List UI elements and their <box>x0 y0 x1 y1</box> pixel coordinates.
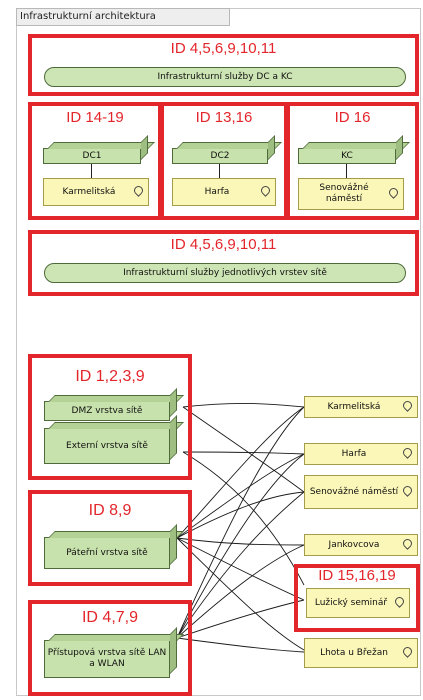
connector-line <box>346 164 347 178</box>
link-line <box>176 453 305 639</box>
site-luzicky-seminar[interactable]: Lužický seminář <box>306 588 410 618</box>
group-luzicky: ID 15,16,19 <box>294 564 420 632</box>
connector-line <box>219 164 220 178</box>
location-pin-icon <box>401 484 414 497</box>
id-label: ID 14-19 <box>66 109 124 126</box>
harfa-location[interactable]: Harfa <box>172 178 276 206</box>
location-pin-icon <box>401 537 414 550</box>
karmelitska-location[interactable]: Karmelitská <box>43 178 149 206</box>
link-line <box>176 453 305 539</box>
location-label: Senovážné náměstí <box>319 183 369 204</box>
senovazne-location[interactable]: Senovážné náměstí <box>298 178 404 210</box>
link-line <box>176 637 305 653</box>
site-lhota-u-brezan[interactable]: Lhota u Břežan <box>304 638 418 668</box>
diagram-tab[interactable]: Infrastrukturní architektura <box>16 8 230 26</box>
dc1-node[interactable]: DC1 <box>43 148 141 164</box>
group-dmz-external: ID 1,2,3,9 DMZ vrstva sítě Externí vrstv… <box>28 354 192 480</box>
service-pill[interactable]: Infrastrukturní služby DC a KC <box>44 67 406 87</box>
location-label: Harfa <box>204 186 230 197</box>
link-line <box>176 599 305 639</box>
location-label: Lužický seminář <box>314 597 388 608</box>
location-label: Karmelitská <box>327 401 381 412</box>
connector-line <box>91 164 92 178</box>
site-senovazne[interactable]: Senovážné náměstí <box>304 475 418 509</box>
dmz-layer-node[interactable]: DMZ vrstva sítě <box>44 401 170 421</box>
site-harfa[interactable]: Harfa <box>304 443 418 465</box>
group-kc: ID 16 KC Senovážné náměstí <box>286 102 419 220</box>
link-line <box>176 537 305 546</box>
location-label: Karmelitská <box>62 186 116 197</box>
link-line <box>176 406 305 639</box>
link-line <box>176 537 305 601</box>
group-access: ID 4,7,9 Přístupová vrstva sítě LAN a WL… <box>28 600 192 696</box>
location-label: Jankovcova <box>328 539 380 550</box>
link-line <box>176 491 305 639</box>
kc-node[interactable]: KC <box>298 148 396 164</box>
backbone-layer-node[interactable]: Páteřní vrstva sítě <box>44 537 170 569</box>
location-pin-icon <box>393 595 406 608</box>
id-label: ID 4,5,6,9,10,11 <box>170 236 277 253</box>
service-pill[interactable]: Infrastrukturní služby jednotlivých vrst… <box>44 263 406 283</box>
group-dc-kc-services: ID 4,5,6,9,10,11 Infrastrukturní služby … <box>28 34 419 96</box>
group-layer-services: ID 4,5,6,9,10,11 Infrastrukturní služby … <box>28 230 419 296</box>
id-label: ID 16 <box>334 109 371 126</box>
location-label: Lhota u Břežan <box>320 647 388 658</box>
id-label: ID 15,16,19 <box>318 567 396 584</box>
link-line <box>182 406 305 493</box>
link-line <box>176 491 305 539</box>
id-label: ID 4,5,6,9,10,11 <box>170 40 277 57</box>
external-layer-node[interactable]: Externí vrstva sítě <box>44 428 170 464</box>
location-label: Harfa <box>341 448 367 459</box>
group-backbone: ID 8,9 Páteřní vrstva sítě <box>28 490 192 586</box>
access-layer-node[interactable]: Přístupová vrstva sítě LAN a WLAN <box>44 640 170 678</box>
link-line <box>182 402 305 408</box>
link-line <box>182 451 305 455</box>
link-line <box>176 537 305 651</box>
group-dc2: ID 13,16 DC2 Harfa <box>160 102 288 220</box>
location-label: Senovážné náměstí <box>309 486 399 497</box>
link-line <box>176 406 305 539</box>
site-karmelitska[interactable]: Karmelitská <box>304 396 418 418</box>
link-line <box>182 451 305 586</box>
id-label: ID 1,2,3,9 <box>75 368 145 385</box>
location-pin-icon <box>401 399 414 412</box>
site-jankovcova[interactable]: Jankovcova <box>304 534 418 556</box>
id-label: ID 13,16 <box>195 109 253 126</box>
id-label: ID 4,7,9 <box>81 609 139 626</box>
location-pin-icon <box>401 446 414 459</box>
link-line <box>176 544 305 639</box>
id-label: ID 8,9 <box>88 502 132 519</box>
group-dc1: ID 14-19 DC1 Karmelitská <box>28 102 162 220</box>
dc2-node[interactable]: DC2 <box>172 148 268 164</box>
location-pin-icon <box>401 645 414 658</box>
